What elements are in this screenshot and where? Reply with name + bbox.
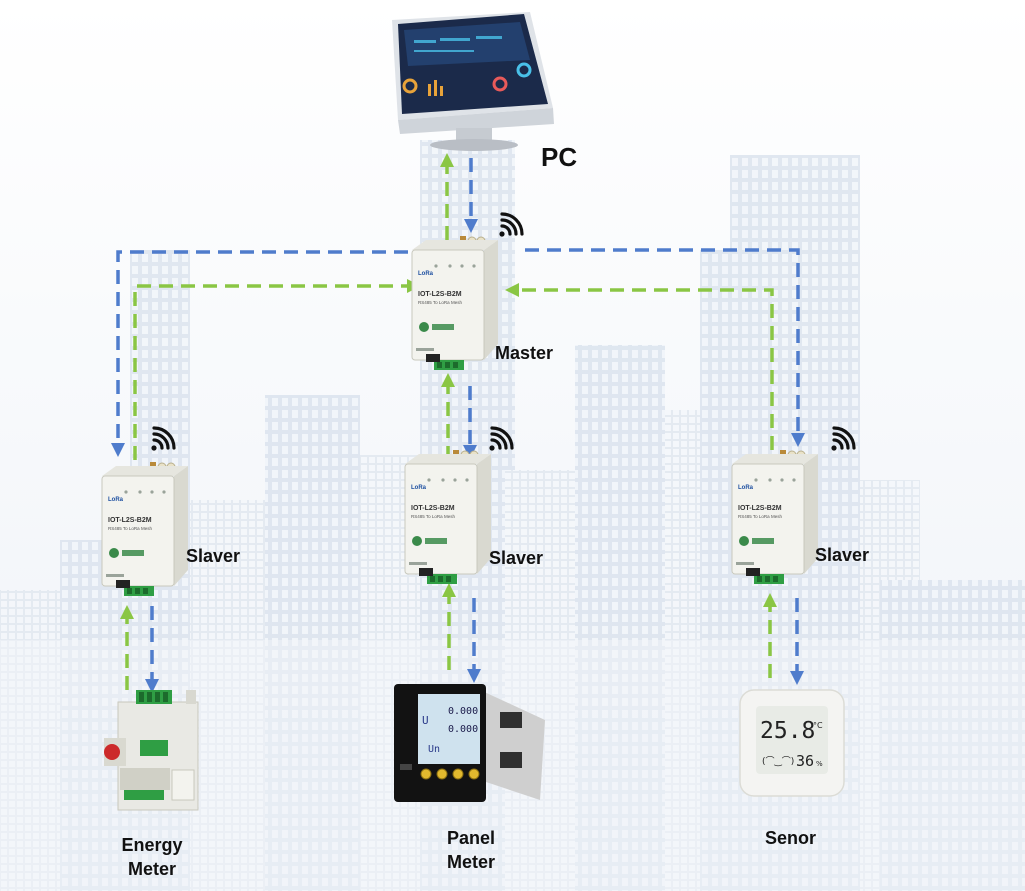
slaver-center-label: Slaver (489, 548, 544, 568)
master-label: Master (495, 343, 554, 363)
panel-meter-unit: Un (428, 744, 440, 755)
wifi-icon (497, 212, 524, 239)
slaver-right-label: Slaver (815, 545, 870, 565)
arrow-master-to-right-slaver (525, 248, 805, 447)
slaver-left-label: Slaver (186, 546, 241, 566)
sensor-temp-unit: °C (813, 721, 823, 730)
sensor-face: (⌒‿⌒) (762, 756, 794, 767)
arrow-master-to-left-slaver (111, 250, 430, 457)
temperature-humidity-sensor: 25.8 °C (⌒‿⌒) 36 % (739, 689, 845, 797)
panel-meter-row1: 0.000 (448, 706, 478, 717)
wifi-icon (829, 426, 856, 453)
sensor-humidity: 36 (796, 752, 814, 770)
energy-meter-device (104, 690, 199, 811)
wifi-icon (149, 426, 176, 453)
slaver-module-center (404, 449, 492, 585)
wifi-icon (487, 426, 514, 453)
slaver-module-right (731, 449, 819, 585)
sensor-label: Senor (765, 828, 817, 848)
pc-monitor (392, 12, 554, 151)
panel-meter-row2: 0.000 (448, 724, 478, 735)
energy-meter-label: Energy Meter (121, 835, 183, 879)
master-module (411, 235, 499, 371)
sensor-temperature: 25.8 (760, 718, 815, 744)
panel-meter-label: Panel Meter (446, 828, 496, 872)
svg-text:U: U (422, 714, 429, 727)
arrow-left-slaver-to-master (133, 279, 421, 460)
panel-meter-device: U Un 0.000 0.000 (394, 684, 545, 802)
slaver-module-left (101, 461, 189, 597)
sensor-humidity-unit: % (816, 760, 823, 768)
pc-label: PC (541, 142, 578, 172)
arrow-right-slaver-to-master (505, 283, 774, 450)
